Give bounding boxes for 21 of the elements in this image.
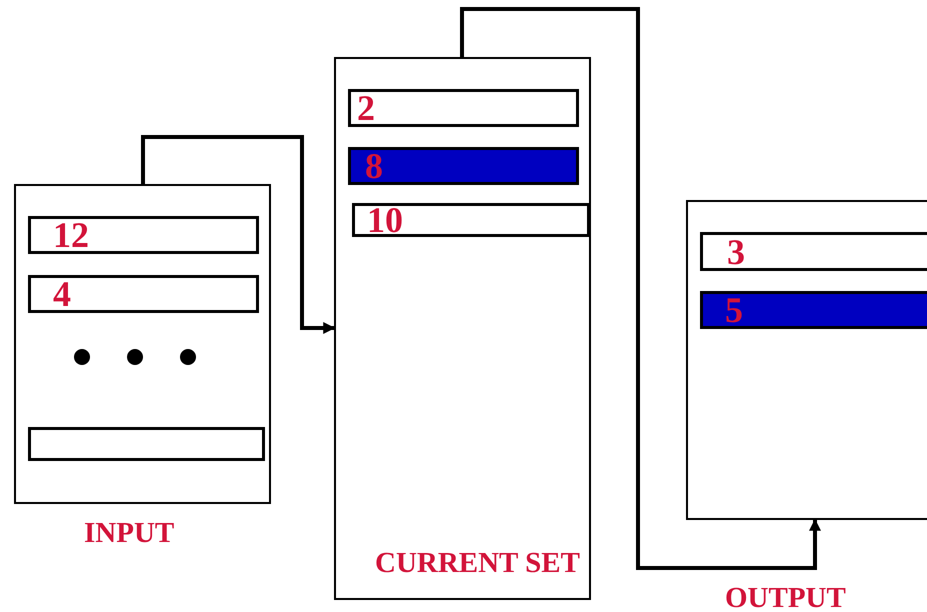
row-value: 5 [725,292,743,328]
data-row [28,427,265,461]
panel-label: OUTPUT [725,584,846,612]
connector-arrow [141,135,336,334]
data-row [348,89,579,127]
row-value: 10 [367,202,403,238]
panel-label: CURRENT SET [375,549,580,578]
row-value: 3 [727,234,745,270]
panel-label: INPUT [84,519,174,548]
container-panel [334,57,591,600]
highlighted-row [700,291,927,329]
data-row [700,232,927,271]
data-row [352,203,590,237]
row-value: 12 [53,217,89,253]
data-row [28,216,259,254]
highlighted-row [348,147,579,185]
row-value: 8 [365,148,383,184]
data-row [28,275,259,313]
connector-arrow [460,7,821,570]
row-value: 4 [53,276,71,312]
row-value: 2 [357,90,375,126]
